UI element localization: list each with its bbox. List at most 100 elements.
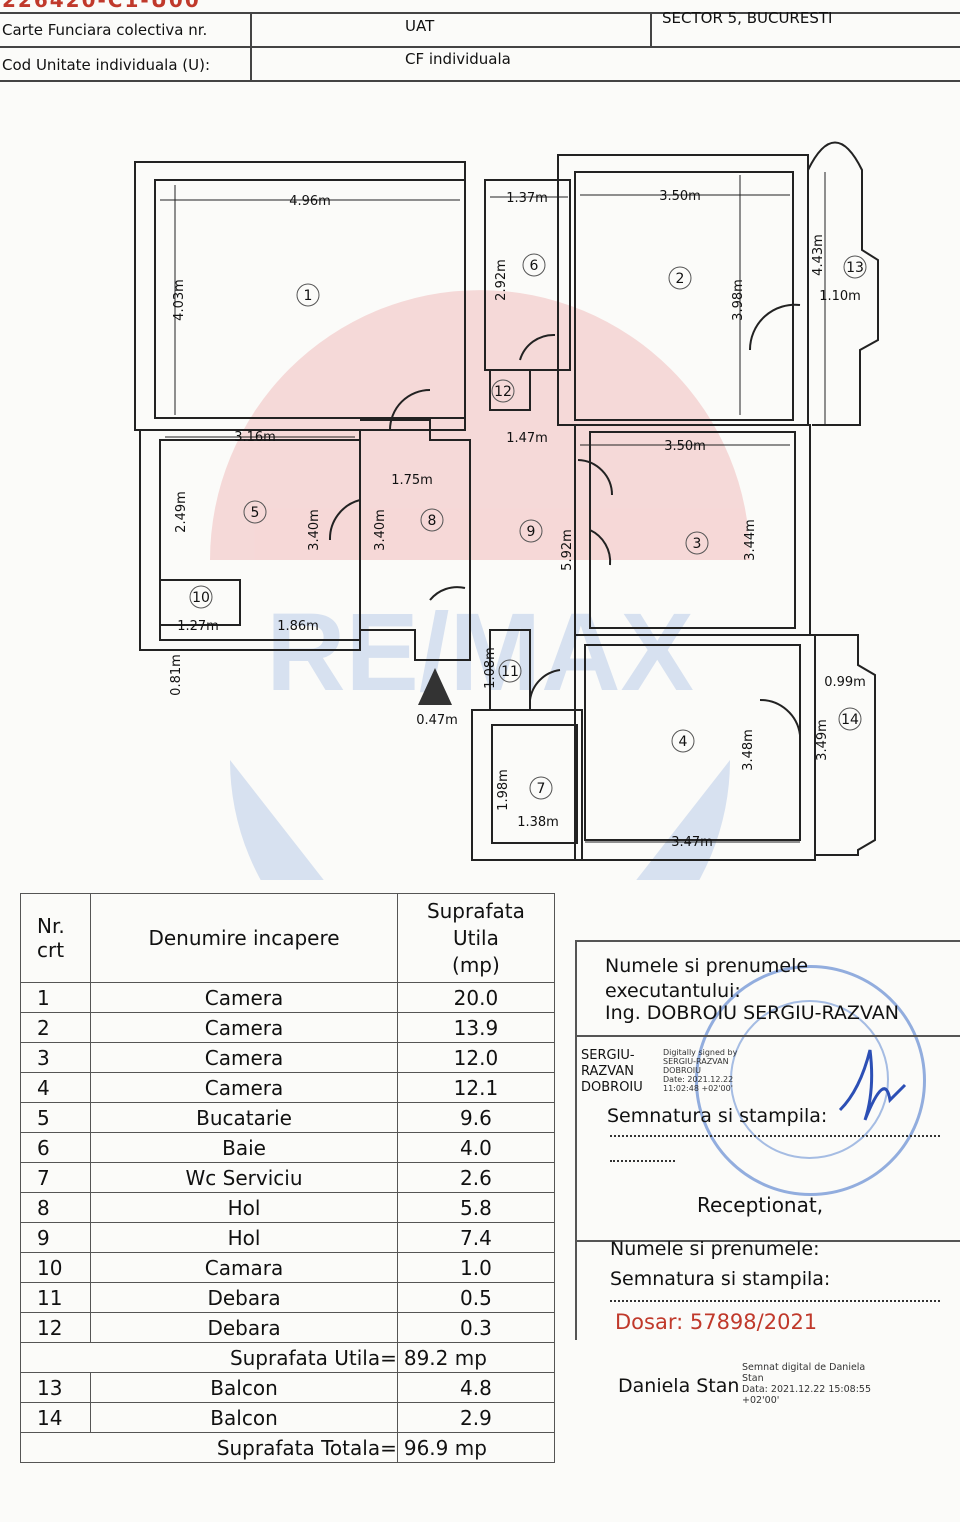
sum-total-row-value: 96.9 mp: [396, 1432, 556, 1463]
room-number-circle: [243, 500, 267, 524]
room-12-wall: [489, 369, 531, 411]
table-cell-nr: 4: [19, 1072, 92, 1103]
dim-label: 0.99m: [824, 675, 866, 690]
receiver-name-label: Numele si prenumele:: [610, 1238, 820, 1260]
rooms-table: Nr. crt Denumire incapere Suprafata Util…: [19, 893, 556, 1463]
room-number: 3: [693, 536, 702, 552]
dim-label: 1.98m: [496, 769, 511, 811]
watermark-text: RE/MAX: [266, 591, 694, 714]
sum-util-row: Suprafata Utila=89.2 mp: [20, 1342, 556, 1373]
table-cell-name: Balcon: [90, 1372, 398, 1403]
room-number: 6: [530, 258, 539, 274]
room-number: 8: [428, 513, 437, 529]
table-cell-area: 2.6: [396, 1162, 556, 1193]
signer-name: Daniela Stan: [618, 1375, 740, 1397]
signature-details: Digitally signed by SERGIU-RAZVAN DOBROI…: [663, 1048, 738, 1093]
door-arc: [748, 303, 801, 351]
stamp-inner: [730, 1000, 889, 1159]
dim-label: 3.16m: [234, 430, 276, 445]
dim-label: 4.96m: [289, 194, 331, 209]
dim-label: 4.03m: [172, 279, 187, 321]
room-number-circle: [671, 729, 695, 753]
table-cell-name: Debara: [90, 1282, 398, 1313]
room-7-wall: [471, 709, 583, 861]
dim-label: 1.38m: [517, 815, 559, 830]
table-header-row: Nr. crt Denumire incapere Suprafata Util…: [19, 893, 556, 983]
dim-label: 1.08m: [483, 647, 498, 689]
dim-label: 1.10m: [819, 289, 861, 304]
table-cell-nr: 3: [19, 1042, 92, 1073]
receiver-signature-label: Semnatura si stampila:: [610, 1268, 831, 1290]
room-number-circle: [498, 659, 522, 683]
table-cell-area: 4.0: [396, 1132, 556, 1163]
table-cell-nr: 5: [19, 1102, 92, 1133]
dim-label: 1.47m: [506, 431, 548, 446]
dim-label: 2.49m: [174, 491, 189, 533]
dim-label: 3.50m: [659, 189, 701, 204]
table-cell-area: 1.0: [396, 1252, 556, 1283]
room-number: 5: [251, 505, 260, 521]
room-7-inner: [491, 724, 578, 844]
table-cell-name: Hol: [90, 1192, 398, 1223]
table-cell-name: Hol: [90, 1222, 398, 1253]
room-number: 12: [494, 384, 512, 400]
room-number: 10: [192, 590, 210, 606]
room-5-inner: [159, 439, 361, 641]
signer-details: Semnat digital de Daniela Stan Data: 202…: [742, 1362, 871, 1406]
dim-label: 3.40m: [373, 509, 388, 551]
room-1-inner: [154, 179, 466, 419]
room-number-circle: [685, 531, 709, 555]
header-table: 226420-C1-U00 Carte Funciara colectiva n…: [0, 0, 960, 90]
room-number: 1: [304, 288, 313, 304]
executor-label-2: executantului:: [605, 980, 741, 1002]
table-cell-name: Balcon: [90, 1402, 398, 1433]
executor-label-1: Numele si prenumele: [605, 955, 809, 977]
table-cell-name: Wc Serviciu: [90, 1162, 398, 1193]
header-nr: Nr. crt: [19, 893, 92, 983]
table-cell-area: 5.8: [396, 1192, 556, 1223]
header-cf-label: Carte Funciara colectiva nr.: [2, 21, 208, 39]
room-number-circle: [296, 283, 320, 307]
dim-label: 1.37m: [506, 191, 548, 206]
room-number-circle: [843, 255, 867, 279]
room-10-wall: [159, 579, 241, 626]
stamp-outer: [695, 965, 926, 1196]
header-line: [0, 46, 960, 48]
balcony-14-wall: [815, 634, 876, 856]
header-cf-individual: CF individuala: [405, 50, 511, 68]
table-cell-name: Camera: [90, 1042, 398, 1073]
dim-label: 2.92m: [494, 259, 509, 301]
door-arc: [577, 459, 613, 496]
table-cell-nr: 6: [19, 1132, 92, 1163]
room-4-wall: [574, 634, 816, 861]
door-arc: [589, 529, 612, 566]
door-arc: [519, 333, 556, 361]
north-arrow-icon: [418, 668, 452, 705]
header-cadastral-number: 226420-C1-U00: [2, 0, 201, 12]
sum-total-row-label: Suprafata Totala=: [20, 1432, 398, 1463]
room-number-circle: [668, 266, 692, 290]
dim-label: 1.86m: [277, 619, 319, 634]
header-line: [0, 80, 960, 82]
dim-label: 0.47m: [416, 713, 458, 728]
room-number: 7: [537, 781, 546, 797]
room-number: 9: [527, 524, 536, 540]
sum-total-row: Suprafata Totala=96.9 mp: [20, 1432, 556, 1463]
table-cell-area: 9.6: [396, 1102, 556, 1133]
table-cell-area: 2.9: [396, 1402, 556, 1433]
room-number: 13: [846, 260, 864, 276]
sum-util-row-label: Suprafata Utila=: [20, 1342, 398, 1373]
receptionat-label: Receptionat,: [697, 1193, 824, 1217]
table-cell-nr: 12: [19, 1312, 92, 1343]
room-number-circle: [838, 707, 862, 731]
dim-label: 3.48m: [741, 729, 756, 771]
dim-label: 3.40m: [307, 509, 322, 551]
door-arc: [328, 499, 361, 541]
